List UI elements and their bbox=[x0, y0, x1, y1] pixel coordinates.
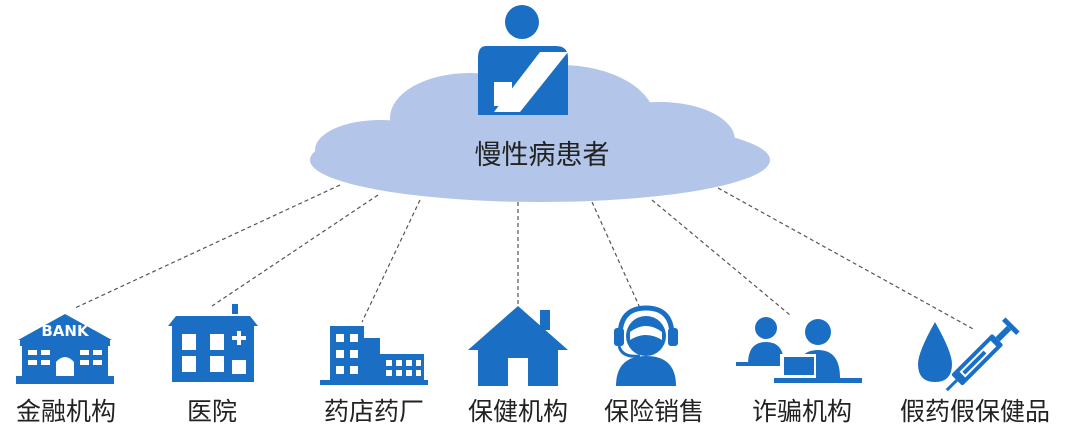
hospital-icon bbox=[168, 304, 258, 382]
connector-2 bbox=[211, 194, 379, 307]
label-hospital: 医院 bbox=[186, 397, 238, 426]
drop-syringe-icon bbox=[918, 317, 1020, 392]
factory-icon bbox=[320, 326, 428, 385]
connector-5 bbox=[591, 201, 641, 309]
label-fraud-institution: 诈骗机构 bbox=[751, 397, 853, 426]
label-financial-institution: 金融机构 bbox=[15, 397, 117, 426]
headset-agent-icon bbox=[614, 305, 678, 386]
label-insurance-sales: 保险销售 bbox=[603, 397, 705, 426]
label-pharmacy: 药店药厂 bbox=[323, 397, 425, 426]
connector-lines bbox=[74, 184, 976, 331]
connector-6 bbox=[651, 199, 791, 316]
label-fake-drugs: 假药假保健品 bbox=[899, 397, 1051, 426]
patient-with-sling-icon bbox=[478, 5, 568, 115]
label-health-institution: 保健机构 bbox=[467, 397, 569, 426]
connector-3 bbox=[361, 199, 421, 323]
bank-icon: BANK bbox=[16, 314, 114, 384]
laptop-users-icon bbox=[736, 317, 862, 383]
house-icon bbox=[468, 306, 568, 386]
bank-sign-text: BANK bbox=[41, 322, 90, 340]
connector-7 bbox=[717, 187, 976, 331]
center-label: 慢性病患者 bbox=[474, 140, 610, 171]
cloud-shape bbox=[310, 65, 770, 202]
